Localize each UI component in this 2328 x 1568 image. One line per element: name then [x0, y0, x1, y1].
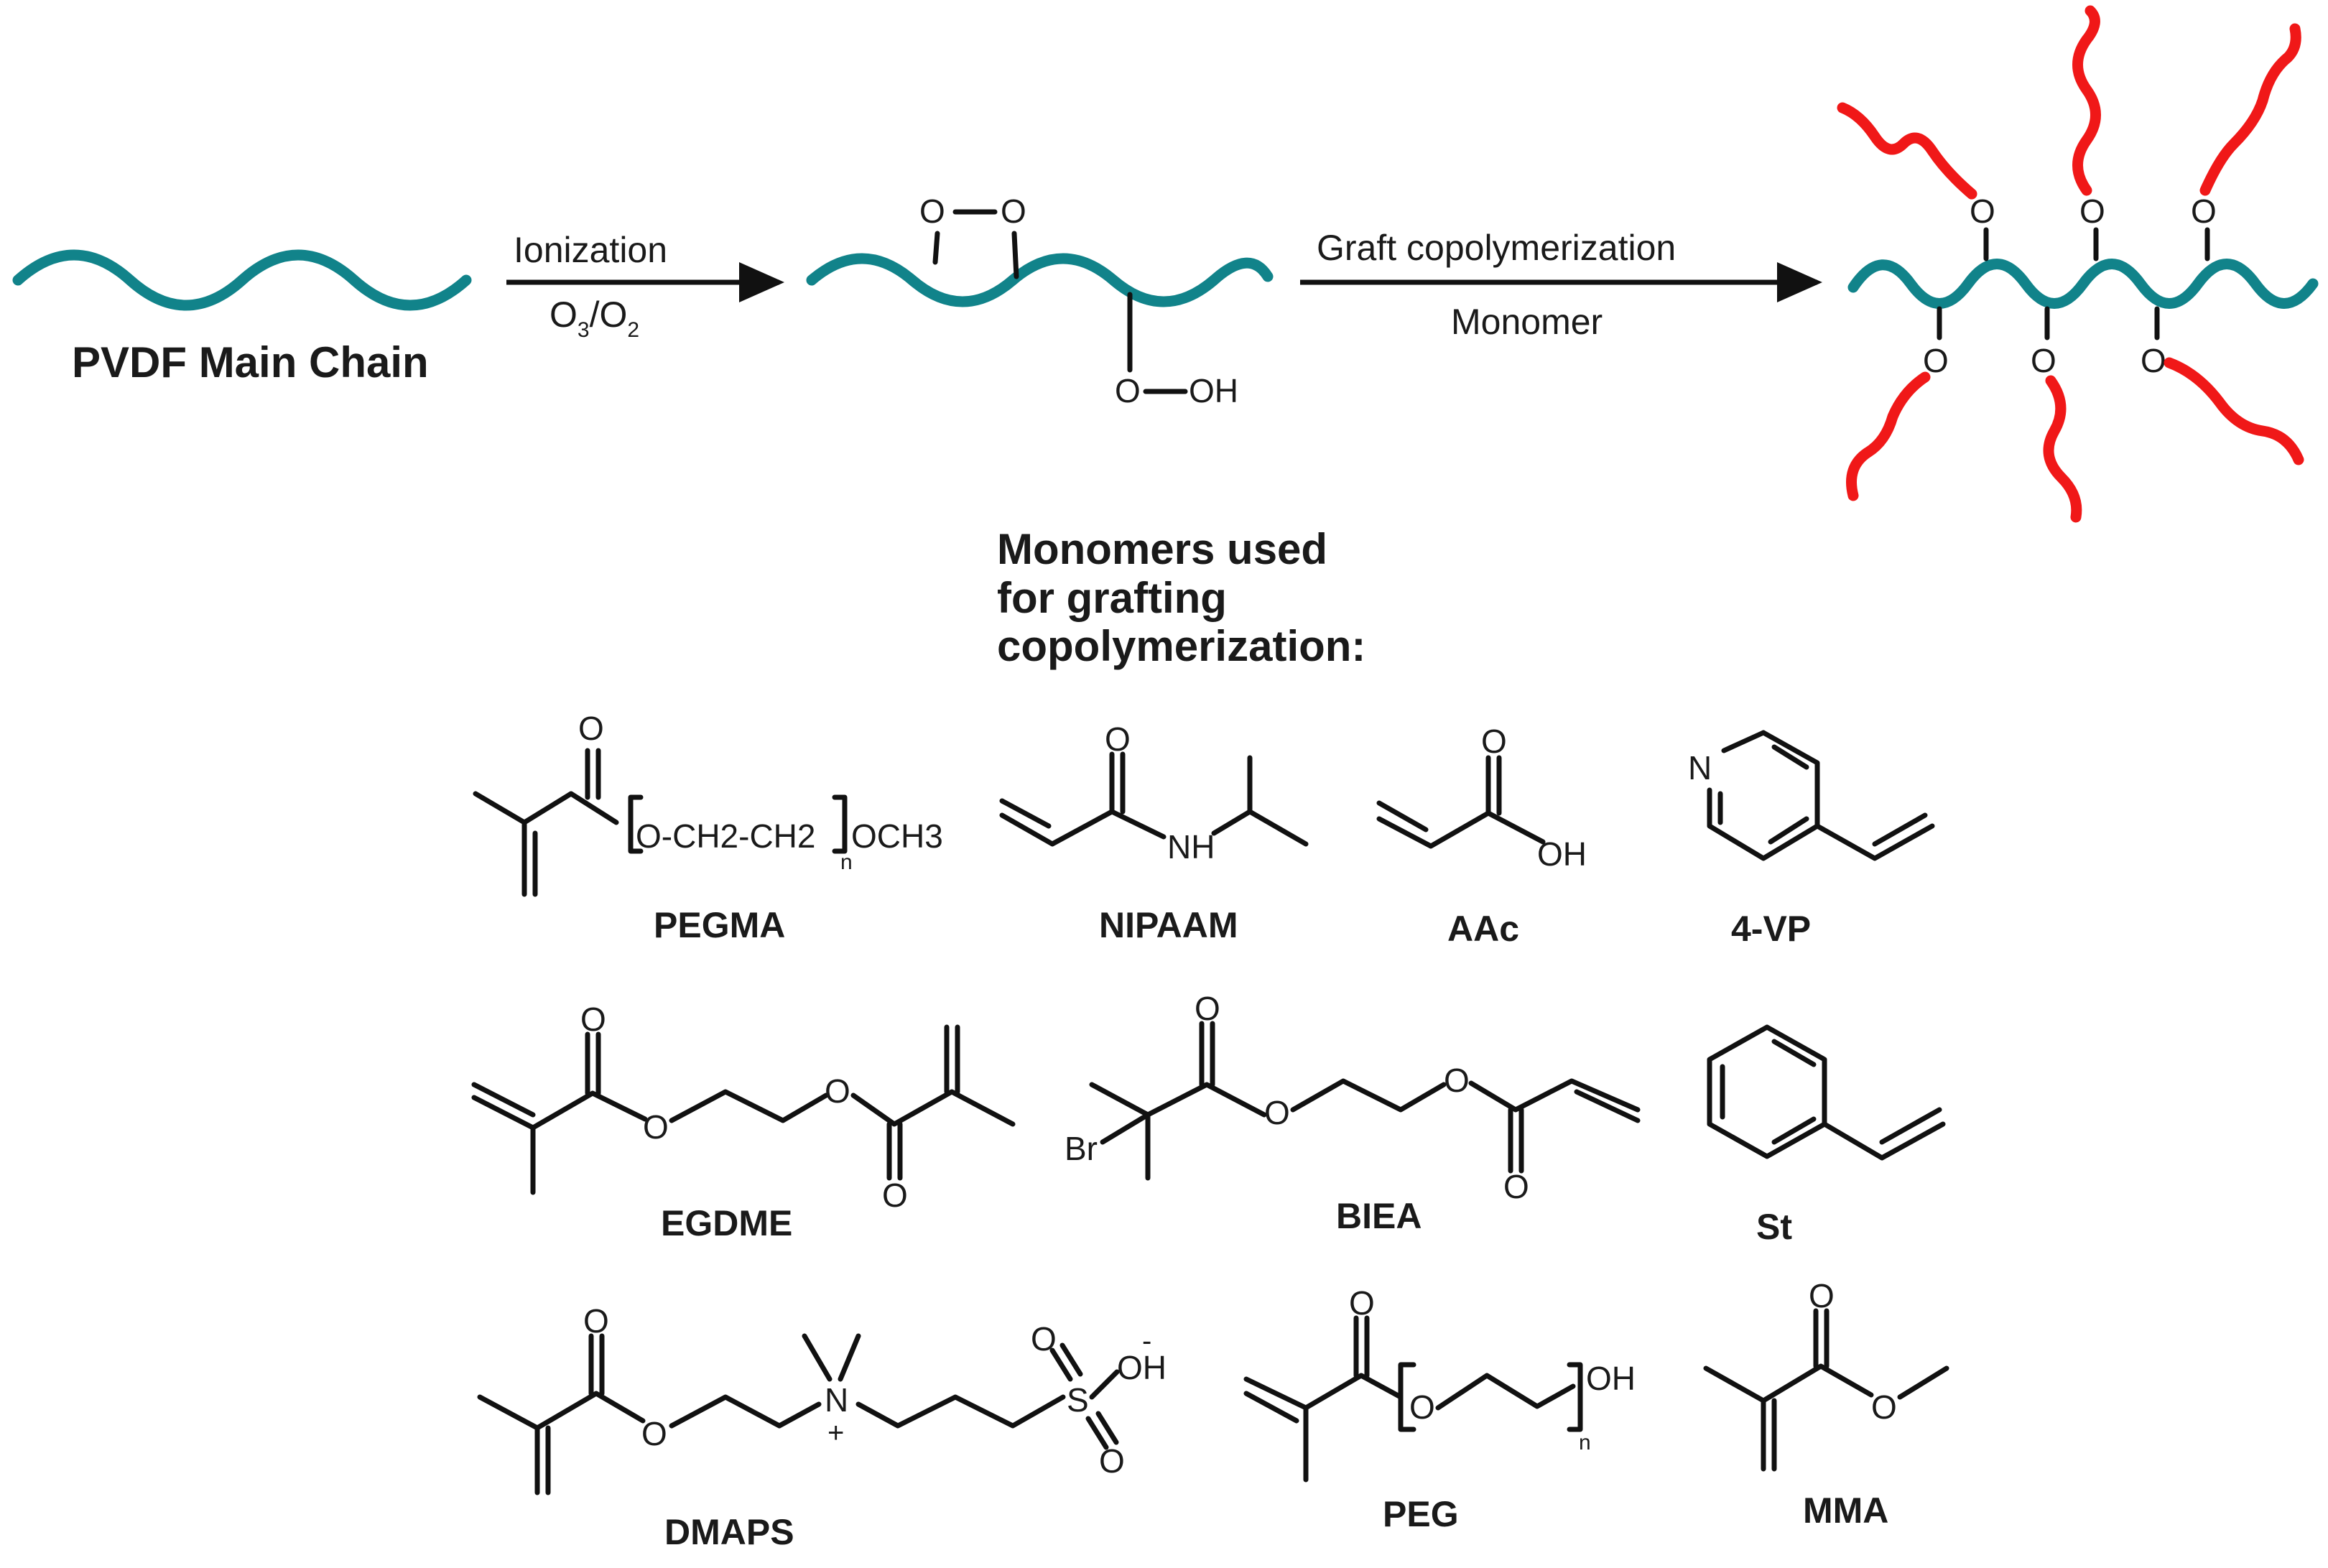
monomer-biea: Br O O O O BIEA — [1065, 990, 1641, 1236]
nipaam-nh: NH — [1167, 828, 1215, 866]
graft-chain — [2164, 357, 2304, 465]
ozone-oxygen-reagent: O3/O2 — [549, 294, 639, 342]
monomer-name-nipaam: NIPAAM — [1099, 905, 1238, 945]
dmaps-carbonyl-o: O — [583, 1302, 609, 1340]
graft-o: O — [2079, 192, 2105, 230]
ionization-label: Ionization — [514, 230, 667, 270]
nipaam-carbonyl-o: O — [1105, 720, 1131, 758]
biea-carbonyl-o: O — [1503, 1168, 1529, 1205]
ionization-step: Ionization O3/O2 — [506, 230, 784, 342]
egdme-ester-o: O — [643, 1108, 669, 1146]
heading-line-1: Monomers used — [997, 525, 1327, 573]
monomer-egdme: O O O O EGDME — [471, 1001, 1016, 1243]
monomer-nipaam: O NH NIPAAM — [999, 720, 1309, 945]
upper-graft-links: O O O — [1970, 192, 2217, 261]
peg-carbonyl-o: O — [1349, 1284, 1375, 1322]
dmaps-sulfur: S — [1067, 1381, 1089, 1419]
lower-graft-links: O O O — [1923, 306, 2166, 379]
egdme-carbonyl-o: O — [580, 1001, 606, 1038]
egdme-ester-o: O — [825, 1072, 850, 1110]
biea-br: Br — [1065, 1130, 1098, 1167]
graft-chain — [1846, 371, 1931, 501]
mma-ester-o: O — [1871, 1388, 1897, 1426]
monomer-peg: O O n OH PEG — [1243, 1284, 1636, 1534]
dmaps-minus: - — [1142, 1325, 1151, 1357]
pvdf-main-chain — [12, 249, 472, 311]
monomer-pegma: O O-CH2-CH2 n OCH3 PEGMA — [473, 710, 943, 945]
monomer-name-aac: AAc — [1447, 909, 1519, 949]
biea-carbonyl-o: O — [1195, 990, 1220, 1027]
monomer-aac: O OH AAc — [1376, 723, 1587, 949]
dmaps-sulfonate-o: O — [1099, 1442, 1125, 1480]
grafted-pvdf: O O O O O O — [1837, 5, 2319, 523]
grafted-backbone — [1847, 259, 2319, 309]
aac-oh: OH — [1537, 835, 1587, 873]
monomer-4vp: N 4-VP — [1688, 730, 1935, 949]
peg-ether-o: O — [1409, 1388, 1435, 1426]
mma-carbonyl-o: O — [1809, 1277, 1835, 1314]
monomer-name-4vp: 4-VP — [1731, 909, 1811, 949]
graft-chain — [2043, 375, 2082, 523]
monomers-heading: Monomers used for grafting copolymerizat… — [997, 525, 1365, 670]
dmaps-plus: + — [827, 1417, 844, 1449]
monomer-mma: O O MMA — [1703, 1277, 1949, 1531]
hydroperoxide-oh: OH — [1189, 372, 1238, 409]
monomer-name-peg: PEG — [1383, 1494, 1459, 1534]
heading-line-3: copolymerization: — [997, 622, 1365, 670]
graft-o: O — [2141, 342, 2166, 379]
monomer-name-pegma: PEGMA — [654, 905, 785, 945]
biea-ester-o: O — [1444, 1062, 1470, 1099]
pegma-n: n — [840, 850, 853, 874]
egdme-carbonyl-o: O — [882, 1177, 908, 1214]
pegma-end-group: OCH3 — [851, 817, 943, 855]
graft-o: O — [2191, 192, 2217, 230]
graft-step: Graft copolymerization Monomer — [1300, 228, 1822, 342]
monomer-reagent-label: Monomer — [1451, 302, 1603, 342]
hydroperoxide-o: O — [1115, 372, 1141, 409]
pvdf-main-chain-label: PVDF Main Chain — [72, 338, 429, 386]
pegma-carbonyl-o: O — [578, 710, 604, 747]
dmaps-ester-o: O — [641, 1415, 667, 1452]
graft-chain — [2072, 5, 2101, 196]
heading-line-2: for grafting — [997, 574, 1227, 622]
peg-n: n — [1579, 1431, 1591, 1455]
pegma-repeat-unit: O-CH2-CH2 — [636, 817, 815, 855]
monomer-name-biea: BIEA — [1336, 1196, 1422, 1236]
monomer-name-dmaps: DMAPS — [664, 1512, 794, 1552]
graft-copolymerization-label: Graft copolymerization — [1317, 228, 1676, 268]
peg-oh: OH — [1586, 1360, 1636, 1397]
ionized-pvdf: O O O OH — [806, 192, 1274, 409]
monomer-name-egdme: EGDME — [661, 1203, 792, 1243]
monomer-name-st: St — [1756, 1207, 1792, 1247]
graft-o: O — [2031, 342, 2056, 379]
monomer-name-mma: MMA — [1803, 1490, 1888, 1531]
monomer-styrene: St — [1707, 1024, 1946, 1247]
graft-chains — [1837, 5, 2304, 523]
biea-ester-o: O — [1264, 1094, 1290, 1131]
graft-chain — [1837, 102, 1977, 200]
peroxide-o-left: O — [919, 192, 945, 230]
pyridine-n: N — [1688, 749, 1712, 787]
monomer-dmaps: O O N + S O OH - O DMAPS — [477, 1302, 1167, 1552]
dmaps-ammonium-n: N — [825, 1381, 848, 1419]
dmaps-sulfonate-o: O — [1031, 1320, 1057, 1358]
dmaps-sulfonate-oh: OH — [1117, 1349, 1167, 1386]
pvdf-backbone — [12, 249, 472, 311]
ionized-backbone — [806, 253, 1274, 307]
peroxide-o-right: O — [1001, 192, 1026, 230]
aac-carbonyl-o: O — [1481, 723, 1507, 760]
graft-chain — [2199, 23, 2301, 196]
